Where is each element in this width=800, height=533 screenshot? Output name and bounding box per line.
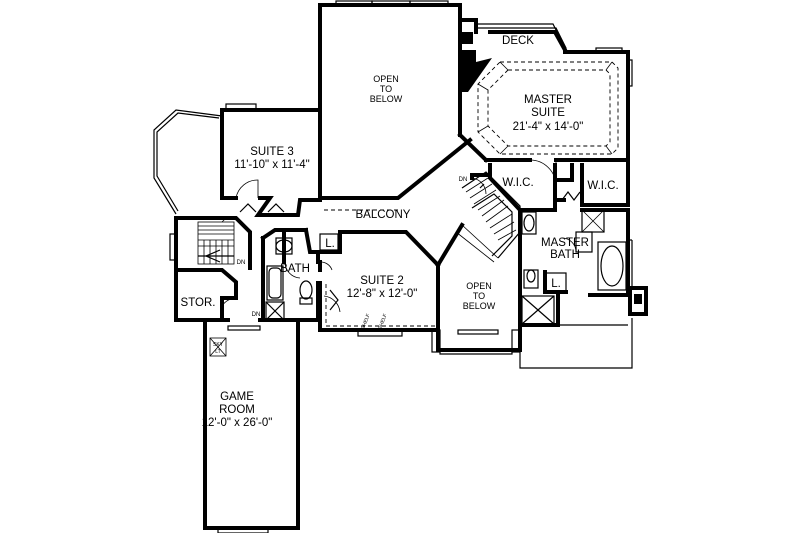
stair-down-main: DN: [459, 177, 468, 183]
details: SHELF SHELF: [153, 0, 642, 533]
wic-left-label: W.I.C.: [502, 177, 533, 189]
svg-text:SHELF: SHELF: [377, 313, 388, 330]
master-bath-line1: MASTER: [541, 237, 589, 249]
open-to-below-right-line1: OPEN: [466, 281, 492, 291]
master-suite-name-line1: MASTER: [524, 94, 572, 106]
walls: [174, 3, 648, 530]
game-room-size: 12'-0" x 26'-0": [202, 417, 273, 429]
linen-right-label: L.: [551, 278, 561, 290]
game-room-name-line2: ROOM: [219, 404, 255, 416]
stair-down-game: DN: [252, 312, 261, 318]
skylight-line2: LT: [215, 349, 220, 355]
game-room-name-line1: GAME: [220, 391, 254, 403]
suite2-size: 12'-8" x 12'-0": [347, 288, 418, 300]
open-to-below-top-line1: OPEN: [373, 74, 399, 84]
svg-text:SHELF: SHELF: [360, 313, 371, 330]
wic-right-label: W.I.C.: [587, 180, 618, 192]
open-to-below-top-line3: BELOW: [370, 94, 403, 104]
room-labels: DECK OPEN TO BELOW MASTER SUITE 21'-4" x…: [181, 35, 619, 429]
balcony-label: BALCONY: [356, 209, 411, 221]
bath-label: BATH: [280, 263, 310, 275]
stair-down-left: DN: [237, 260, 246, 266]
storage-label: STOR.: [181, 297, 216, 309]
master-suite-name-line2: SUITE: [531, 107, 565, 119]
open-to-below-right-line2: TO: [473, 291, 485, 301]
open-to-below-top-line2: TO: [380, 84, 392, 94]
suite2-name: SUITE 2: [360, 275, 403, 287]
deck-label: DECK: [502, 35, 534, 47]
open-to-below-right-line3: BELOW: [463, 301, 496, 311]
skylight-line1: SKY: [213, 342, 224, 348]
suite3-size: 11'-10" x 11'-4": [234, 159, 309, 171]
master-bath-line2: BATH: [550, 249, 580, 261]
linen-left-label: L.: [325, 238, 335, 250]
master-suite-size: 21'-4" x 14'-0": [513, 121, 584, 133]
suite3-name: SUITE 3: [250, 146, 293, 158]
